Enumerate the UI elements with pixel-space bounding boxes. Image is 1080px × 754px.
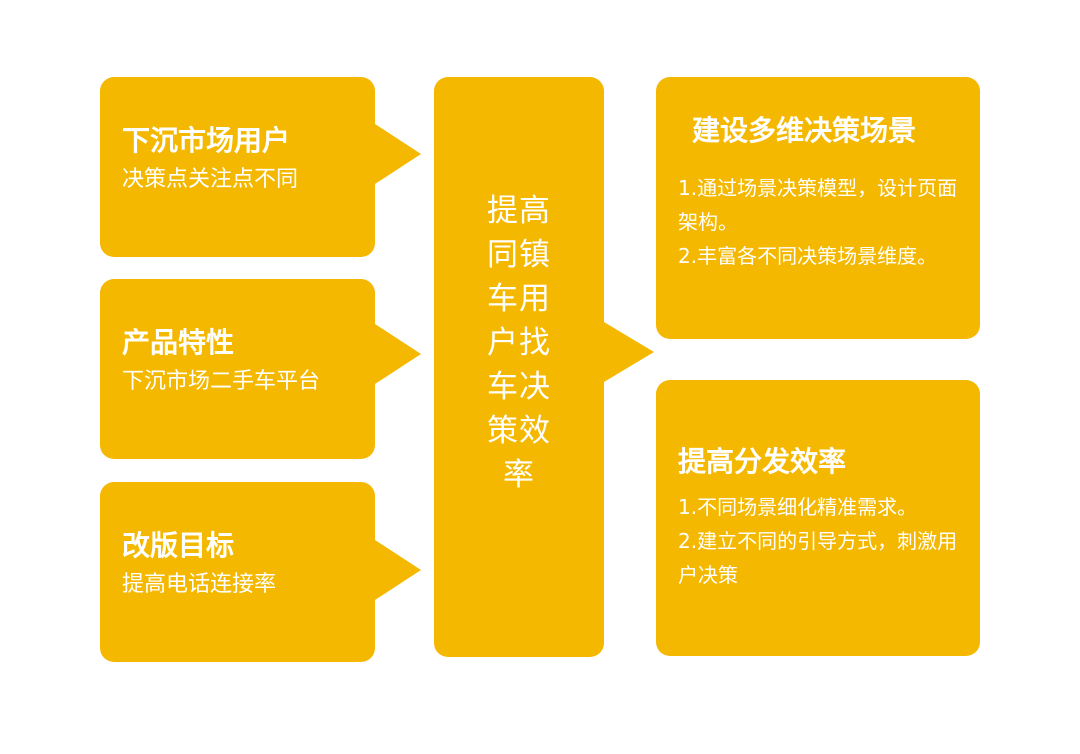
left-box-title: 产品特性: [122, 326, 235, 359]
center-box-text: 提高同镇车用户找车决策效率: [487, 193, 551, 493]
right-box-item: 2.建立不同的引导方式，刺激用户决策: [678, 529, 958, 587]
left-box-product-features: 产品特性 下沉市场二手车平台: [100, 279, 375, 459]
left-box-title: 下沉市场用户: [122, 124, 291, 157]
right-box-item: 1.不同场景细化精准需求。: [678, 495, 918, 519]
right-box-items: 1.通过场景决策模型，设计页面架构。 2.丰富各不同决策场景维度。: [678, 171, 960, 273]
right-box-item: 1.通过场景决策模型，设计页面架构。: [678, 176, 958, 234]
left-box-redesign-goal: 改版目标 提高电话连接率: [100, 482, 375, 662]
left-box-subtitle: 决策点关注点不同: [122, 167, 299, 192]
left-box-market-users: 下沉市场用户 决策点关注点不同: [100, 77, 375, 257]
right-box-title: 提高分发效率: [678, 445, 847, 478]
left-box-subtitle: 下沉市场二手车平台: [122, 369, 321, 394]
right-box-item: 2.丰富各不同决策场景维度。: [678, 244, 938, 268]
right-box-title: 建设多维决策场景: [692, 114, 917, 147]
right-box-items: 1.不同场景细化精准需求。 2.建立不同的引导方式，刺激用户决策: [678, 490, 960, 592]
left-box-subtitle: 提高电话连接率: [122, 572, 277, 597]
arrow-right-icon: [375, 324, 421, 384]
center-box-core-goal: 提高同镇车用户找车决策效率: [434, 77, 604, 657]
arrow-right-icon: [375, 540, 421, 600]
arrow-right-icon: [604, 322, 654, 382]
right-box-decision-scenes: 建设多维决策场景 1.通过场景决策模型，设计页面架构。 2.丰富各不同决策场景维…: [656, 77, 980, 339]
left-box-title: 改版目标: [122, 529, 235, 562]
arrow-right-icon: [375, 124, 421, 184]
right-box-distribution-efficiency: 提高分发效率 1.不同场景细化精准需求。 2.建立不同的引导方式，刺激用户决策: [656, 380, 980, 656]
